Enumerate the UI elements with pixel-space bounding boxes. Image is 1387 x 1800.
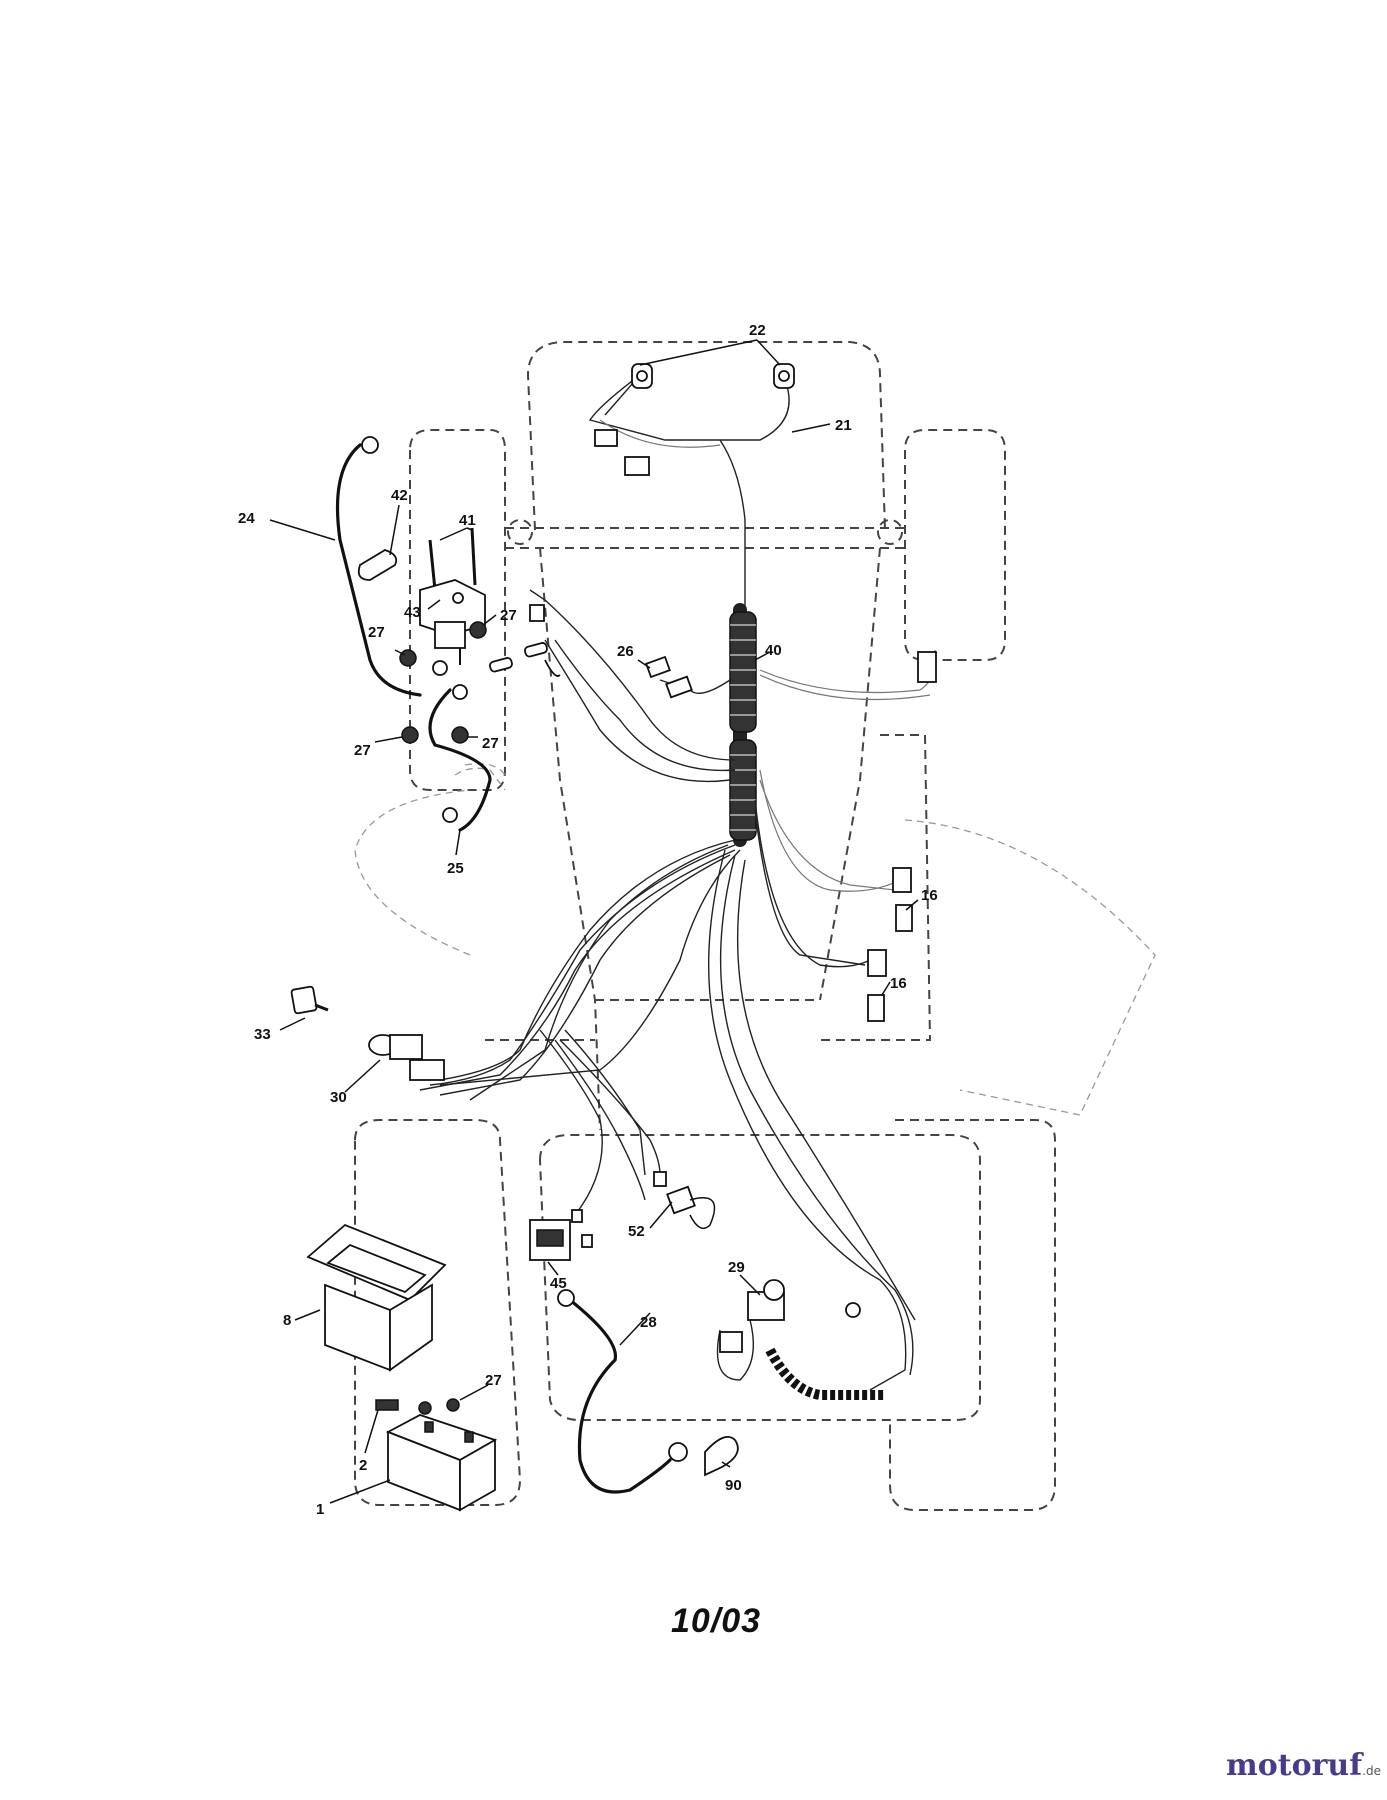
callout-27: 27 — [500, 607, 517, 624]
callout-27: 27 — [482, 735, 499, 752]
callout-25: 25 — [447, 860, 464, 877]
headlight-bulb-right — [773, 363, 795, 389]
wire-harness — [335, 374, 936, 1494]
callout-52: 52 — [628, 1223, 645, 1240]
callout-8: 8 — [283, 1312, 291, 1329]
spade-terminal — [653, 1171, 667, 1187]
spade-terminal — [581, 1234, 593, 1248]
callout-90: 90 — [725, 1477, 742, 1494]
callout-24: 24 — [238, 510, 255, 527]
callout-29: 29 — [728, 1259, 745, 1276]
switch-52 — [666, 1185, 716, 1230]
callout-30: 30 — [330, 1089, 347, 1106]
watermark-tld: .de — [1362, 1764, 1381, 1778]
callout-labels: 22 21 24 42 41 43 27 27 27 27 26 40 25 1… — [238, 322, 938, 1518]
bullet-connector — [524, 642, 548, 658]
leader-lines — [269, 339, 919, 1504]
conduit-coils — [729, 611, 757, 841]
date-code: 10/03 — [671, 1602, 762, 1640]
watermark-logo: motoruf.de — [1226, 1748, 1381, 1783]
bullet-connector — [529, 604, 545, 622]
side-connector — [917, 651, 937, 683]
hex-nut — [451, 726, 469, 744]
coiled-wire — [765, 1347, 885, 1400]
screw — [428, 539, 437, 591]
callout-2: 2 — [359, 1457, 367, 1474]
callout-40: 40 — [765, 642, 782, 659]
callout-22: 22 — [749, 322, 766, 339]
ring-terminal — [668, 1442, 688, 1462]
battery-tray — [306, 1223, 447, 1372]
callout-33: 33 — [254, 1026, 271, 1043]
spade-terminal — [571, 1209, 583, 1223]
starter-solenoid — [419, 579, 486, 665]
callout-16: 16 — [921, 887, 938, 904]
ring-terminal — [432, 660, 448, 676]
connector-16-upper — [892, 867, 913, 932]
bullet-connector — [489, 657, 513, 673]
callout-43: 43 — [404, 604, 421, 621]
ring-terminal — [361, 436, 379, 454]
callout-28: 28 — [640, 1314, 657, 1331]
hex-nut — [399, 649, 417, 667]
hex-nut — [446, 1398, 460, 1412]
bullet-connector — [544, 659, 561, 677]
hour-meter — [529, 1219, 571, 1261]
seat-switch — [719, 1279, 785, 1353]
callout-16: 16 — [890, 975, 907, 992]
hex-nut — [418, 1401, 432, 1415]
callout-27: 27 — [354, 742, 371, 759]
callout-27: 27 — [368, 624, 385, 641]
connector-16-lower — [867, 949, 887, 1022]
ring-terminal — [845, 1302, 861, 1318]
hex-nut — [401, 726, 419, 744]
hex-nut — [469, 621, 487, 639]
ignition-key — [290, 985, 329, 1015]
harness-connector — [594, 429, 618, 447]
callout-1: 1 — [316, 1501, 324, 1518]
headlight-bulb-left — [631, 363, 653, 389]
callout-42: 42 — [391, 487, 408, 504]
callout-26: 26 — [617, 643, 634, 660]
callout-27: 27 — [485, 1372, 502, 1389]
components — [290, 363, 937, 1512]
callout-21: 21 — [835, 417, 852, 434]
screw — [470, 527, 477, 586]
ring-terminal — [442, 807, 458, 823]
battery-bolt — [375, 1399, 399, 1411]
tractor-outline — [354, 341, 1156, 1511]
battery — [385, 1414, 498, 1512]
harness-connector — [624, 456, 650, 476]
ring-terminal — [557, 1289, 575, 1307]
callout-41: 41 — [459, 512, 476, 529]
callout-45: 45 — [550, 1275, 567, 1292]
ring-terminal — [452, 684, 468, 700]
ignition-switch — [368, 1034, 445, 1081]
terminal-boot — [704, 1436, 739, 1477]
watermark-brand: motoruf — [1226, 1748, 1363, 1783]
connector-26b — [665, 675, 693, 699]
connector-26a — [645, 655, 671, 679]
